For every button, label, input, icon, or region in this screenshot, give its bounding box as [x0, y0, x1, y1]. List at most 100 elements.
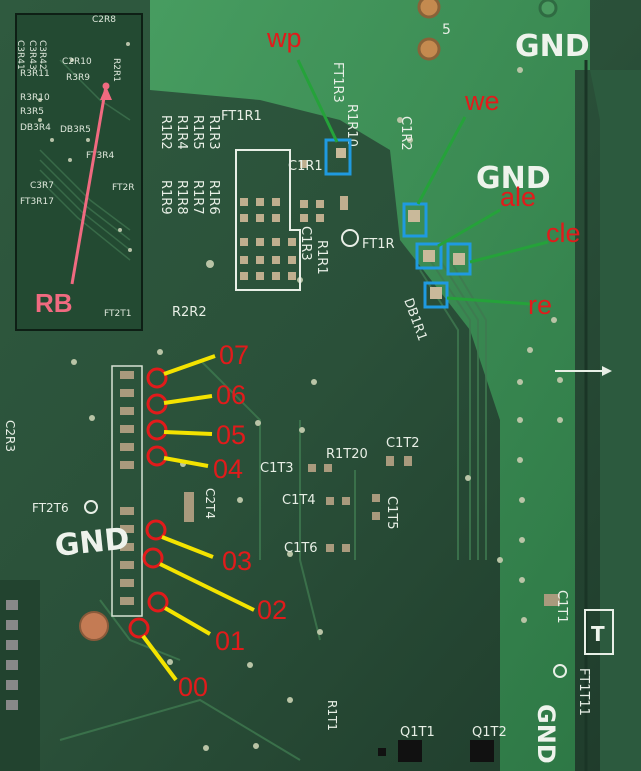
- label-01: 01: [215, 626, 245, 656]
- label-ft1r3: FT1R3: [330, 62, 345, 103]
- ground-plane: [150, 0, 590, 771]
- box-cle: [446, 242, 472, 276]
- label-gnd-bottom: GND: [532, 704, 560, 764]
- inset-label-c2r8: C2R8: [92, 15, 116, 25]
- inset-frame: [15, 13, 143, 331]
- label-c1r1: C1R1: [288, 159, 323, 174]
- circle-02: [142, 547, 164, 569]
- label-06: 06: [216, 380, 246, 410]
- box-we: [402, 202, 428, 238]
- label-c1t3: C1T3: [260, 461, 294, 476]
- label-r1r1: R1R1: [314, 240, 329, 275]
- inset-label-r2r1: R2R1: [111, 58, 121, 82]
- label-t: T: [591, 622, 605, 646]
- label-pad5: 5: [442, 22, 451, 38]
- connector-pads: [120, 371, 560, 606]
- label-02: 02: [257, 595, 287, 625]
- label-07: 07: [219, 340, 249, 370]
- label-r2r2: R2R2: [172, 305, 207, 320]
- label-wp: wp: [266, 23, 302, 53]
- label-cle: cle: [546, 218, 581, 248]
- label-r1r2: R1R2: [158, 115, 173, 150]
- label-00: 00: [178, 672, 208, 702]
- label-c1t5: C1T5: [384, 496, 399, 530]
- label-ft1r: FT1R: [362, 237, 395, 252]
- blue-highlight-boxes: [324, 138, 472, 309]
- circle-05: [146, 419, 168, 441]
- circle-01: [147, 591, 169, 613]
- label-r1t1: R1T1: [325, 700, 339, 731]
- label-re: re: [528, 290, 552, 320]
- label-c1t1: C1T1: [554, 590, 569, 624]
- r1r-block-left: R1R2 R1R4 R1R5 R1R3 R1R9 R1R8 R1R7 R1R6: [158, 115, 221, 215]
- inset-label-c3r42: C3R42: [37, 40, 47, 70]
- green-pointers: [296, 59, 549, 306]
- label-c1r2: C1R2: [398, 116, 413, 151]
- inset-label-c2r10: C2R10: [62, 57, 92, 67]
- transistors: [378, 740, 494, 762]
- t-box: [584, 609, 614, 655]
- label-q1t1: Q1T1: [400, 725, 435, 740]
- rb-arrowhead: [100, 86, 112, 100]
- label-r1r6: R1R6: [206, 180, 221, 215]
- inset-label-db3r4: DB3R4: [20, 123, 51, 133]
- pad-top-1: [417, 0, 441, 19]
- label-gnd-left: GND: [53, 521, 131, 564]
- label-04: 04: [213, 454, 243, 484]
- inset-label-c3r7: C3R7: [30, 181, 54, 191]
- resistor-array-outline: [235, 149, 301, 291]
- left-connector: [6, 600, 18, 710]
- inset-label-r3r5: R3R5: [20, 107, 44, 117]
- inset-label-c3r41: C3R41: [15, 40, 25, 70]
- label-ft1r1: FT1R1: [221, 109, 262, 124]
- label-ale: ale: [500, 182, 536, 212]
- box-wp: [324, 138, 352, 176]
- label-r1r4: R1R4: [174, 115, 189, 150]
- label-03: 03: [222, 546, 252, 576]
- left-edge-strip: [0, 580, 40, 771]
- circle-03: [145, 519, 167, 541]
- label-r1r5: R1R5: [190, 115, 205, 150]
- box-ale: [415, 242, 443, 270]
- fiducial: [341, 229, 359, 247]
- ft2t6-ring: [84, 500, 98, 514]
- inset-label-c3r43: C3R43: [27, 40, 37, 70]
- circle-07: [146, 367, 168, 389]
- label-c2t4: C2T4: [203, 488, 217, 519]
- ft1t11-ring: [553, 664, 567, 678]
- inset-label-ft3r4: FT3R4: [86, 151, 114, 161]
- connector-outline: [111, 365, 143, 617]
- label-r1r8: R1R8: [174, 180, 189, 215]
- label-c1t6: C1T6: [284, 541, 318, 556]
- label-c1t4: C1T4: [282, 493, 316, 508]
- inset-label-r3r9: R3R9: [66, 73, 90, 83]
- inset-label-ft2r: FT2R: [112, 183, 135, 193]
- label-c1t2: C1T2: [386, 436, 420, 451]
- label-r1r9: R1R9: [158, 180, 173, 215]
- label-r1r10: R1R10: [344, 104, 359, 147]
- label-we: we: [464, 86, 500, 116]
- circle-04: [146, 445, 168, 467]
- label-ft1t11: FT1T11: [576, 668, 591, 716]
- inset-label-r3r10: R3R10: [20, 93, 50, 103]
- label-gnd-top: GND: [515, 29, 590, 64]
- data-pin-circles: [128, 367, 169, 639]
- label-c2r3: C2R3: [3, 420, 17, 452]
- yellow-pointers: [141, 354, 255, 682]
- edge-marker-arrow: [602, 366, 612, 376]
- rb-label: RB: [35, 288, 73, 318]
- inset-label-ft2t1: FT2T1: [104, 309, 131, 319]
- label-r1r7: R1R7: [190, 180, 205, 215]
- label-r1t20: R1T20: [326, 447, 368, 462]
- inset-photo: C3R41 C2R8 C3R42 C3R43 C2R10 R2R1 R3R11 …: [15, 13, 143, 331]
- pad-gnd-left: [79, 611, 109, 641]
- resistor-array-pads: [240, 160, 348, 280]
- right-edge-plane: [590, 70, 641, 771]
- label-gnd-mid: GND: [476, 161, 551, 196]
- label-r1r3: R1R3: [206, 115, 221, 150]
- label-c1r3: C1R3: [298, 226, 313, 261]
- inset-label-db3r5: DB3R5: [60, 125, 91, 135]
- pad-top-2: [417, 37, 441, 61]
- inset-label-ft3r17: FT3R17: [20, 197, 54, 207]
